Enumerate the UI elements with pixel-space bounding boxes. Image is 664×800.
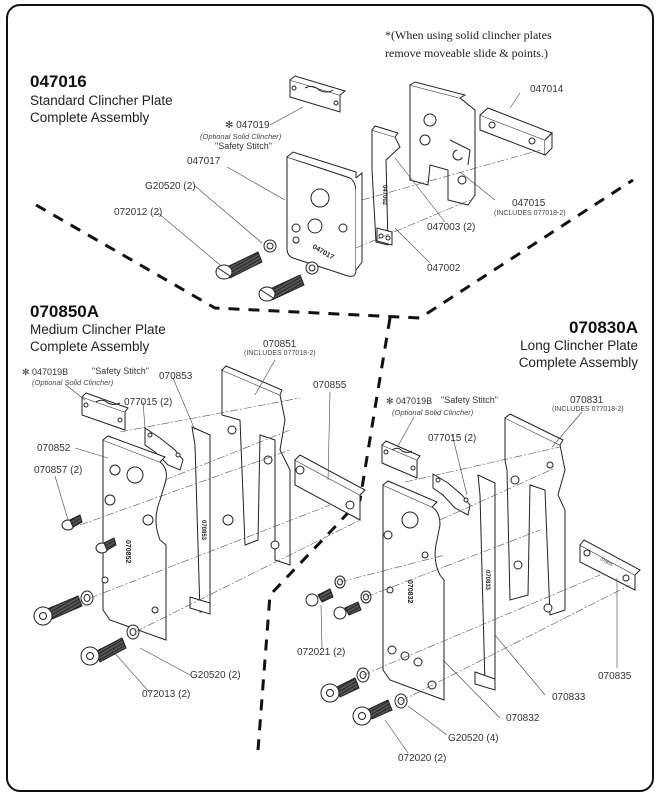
label-medium-slide: 070853 [159,371,193,382]
standard-plate-part: 047017 [286,151,363,277]
standard-washers [263,239,319,275]
label-medium-flat-screw: 070857 (2) [34,465,83,476]
label-medium-point: 077015 (2) [124,397,173,408]
label-standard-washer: G20520 (2) [145,181,196,192]
long-body-part [504,413,566,616]
standard-block-part [479,107,553,156]
section-divider-middle [256,317,392,751]
standard-assembly-name-line2: Complete Assembly [30,110,150,125]
label-long-body-includes: (INCLUDES 077018-2) [552,406,624,413]
medium-point-part [144,427,184,471]
label-long-screw: 072020 (2) [398,753,447,764]
label-standard-safety-stitch-name: "Safety Stitch" [215,141,272,151]
standard-body-part [409,81,476,206]
label-standard-block: 047014 [530,84,564,95]
label-long-washer: G20520 (4) [448,733,499,744]
medium-assembly-part-number: 070850A [30,302,100,321]
label-long-safety-stitch-optional: (Optional Solid Clincher) [392,408,474,417]
label-medium-safety-stitch-optional: (Optional Solid Clincher) [32,378,114,387]
label-medium-washer: G20520 (2) [190,670,241,681]
label-medium-plate: 070852 [37,443,71,454]
long-block-marking: 070835 [600,556,615,567]
label-medium-body: 070851 [263,339,297,350]
label-long-plate: 070832 [506,713,540,724]
label-long-block: 070835 [598,671,632,682]
long-slide-part: 070833 [474,474,496,691]
label-long-safety-stitch-name: "Safety Stitch" [441,395,498,405]
standard-slide-part: 047002 [371,125,401,246]
label-long-short-screw: 072021 (2) [297,647,346,658]
label-standard-plate: 047017 [187,156,221,167]
long-point-part [432,473,471,516]
label-standard-screw: 072012 (2) [114,207,163,218]
label-long-slide: 070833 [552,692,586,703]
label-medium-screw: 072013 (2) [142,689,191,700]
medium-slide-marking: 070853 [200,520,206,541]
medium-block-part [294,454,366,521]
label-medium-safety-stitch-part: ✻ 047019B [22,367,69,377]
long-plate-marking: 070832 [406,580,413,603]
medium-plate-part: 070852 [101,435,167,641]
medium-plate-marking: 070852 [124,540,131,563]
medium-safety-stitch-part [81,392,129,431]
long-slide-marking: 070833 [484,570,490,591]
standard-assembly-name-line1: Standard Clincher Plate [30,93,173,108]
standard-assembly-part-number: 047016 [30,72,87,91]
label-medium-block: 070855 [313,380,347,391]
medium-assembly-name-line1: Medium Clincher Plate [30,322,166,337]
label-long-body: 070831 [570,395,604,406]
label-standard-slide: 047002 [427,263,461,274]
label-medium-safety-stitch-name: "Safety Stitch" [92,366,149,376]
leader-lines [54,92,618,754]
long-plate-part: 070832 [382,480,445,701]
long-assembly-name-line1: Long Clincher Plate [520,338,638,353]
long-block-part: 070835 [579,539,641,591]
section-divider-top [35,178,634,320]
medium-screws [33,514,127,666]
standard-screws [215,251,305,302]
label-standard-body: 047015 [512,198,546,209]
long-assembly-drawing: 070833 070832 070835 [305,413,641,726]
solid-clincher-note-line1: *(When using solid clincher plates [385,28,552,42]
label-medium-body-includes: (INCLUDES 077018-2) [244,350,316,357]
standard-assembly-drawing: 047017 047002 [215,75,553,302]
label-standard-point: 047003 (2) [427,222,476,233]
standard-safety-stitch-part [289,75,347,113]
medium-assembly-drawing: 070853 070852 [33,365,366,666]
diagram-frame [6,4,654,792]
medium-assembly-name-line2: Complete Assembly [30,339,150,354]
solid-clincher-note-line2: remove moveable slide & points.) [385,46,548,60]
medium-washers [80,590,140,640]
label-long-safety-stitch-part: ✻ 047019B [386,396,433,406]
label-standard-safety-stitch-optional: (Optional Solid Clincher) [200,132,282,141]
label-long-point: 077015 (2) [428,433,477,444]
long-assembly-part-number: 070830A [568,318,638,337]
long-safety-stitch-part [381,440,421,479]
standard-slide-marking: 047002 [381,185,387,206]
label-standard-safety-stitch-part: ✻ 047019 [225,120,270,131]
long-assembly-name-line2: Complete Assembly [518,355,638,370]
label-standard-body-includes: (INCLUDES 077018-2) [494,210,566,217]
long-screws [305,588,393,726]
medium-slide-part: 070853 [189,426,211,615]
medium-body-part [221,365,291,566]
